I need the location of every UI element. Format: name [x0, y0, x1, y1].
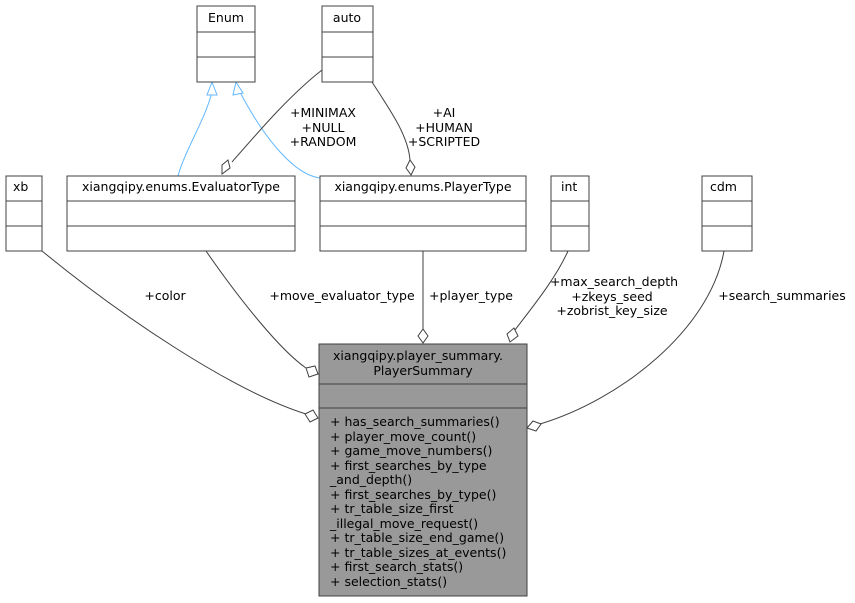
edge-auto-evaluator	[231, 69, 323, 163]
edge-xb-summary	[41, 250, 307, 415]
method-entry: + player_move_count()	[330, 429, 476, 444]
class-name-auto: auto	[333, 10, 361, 25]
method-entry: + first_search_stats()	[330, 559, 463, 574]
svg-text:+HUMAN: +HUMAN	[415, 120, 473, 135]
edge-label-player-type: +player_type	[429, 288, 513, 303]
method-entry: + has_search_summaries()	[330, 414, 500, 429]
class-name-player-type: xiangqipy.enums.PlayerType	[334, 179, 511, 194]
svg-text:+max_search_depth: +max_search_depth	[550, 274, 678, 289]
method-entry: + tr_table_sizes_at_events()	[330, 545, 506, 560]
method-entry: _and_depth()	[329, 472, 412, 487]
method-entry: + tr_table_size_first	[330, 501, 454, 516]
method-list: + has_search_summaries() + player_move_c…	[329, 414, 506, 589]
aggregation-diamond-evaluator	[305, 365, 319, 378]
edge-evaluator-inherits-enum	[177, 91, 213, 177]
class-player-type[interactable]: xiangqipy.enums.PlayerType	[319, 175, 527, 252]
svg-text:+MINIMAX: +MINIMAX	[290, 105, 356, 120]
class-evaluator-type[interactable]: xiangqipy.enums.EvaluatorType	[66, 175, 296, 252]
svg-text:+SCRIPTED: +SCRIPTED	[408, 134, 480, 149]
class-auto[interactable]: auto	[321, 5, 374, 83]
method-entry: + first_searches_by_type	[330, 458, 487, 473]
aggregation-diamond-auto-evaluator	[221, 159, 231, 175]
edge-label-move-evaluator-type: +move_evaluator_type	[269, 288, 415, 303]
class-name-player-summary-line-1: xiangqipy.player_summary.	[333, 348, 503, 363]
method-entry: _illegal_move_request()	[329, 516, 478, 531]
class-name-evaluator-type: xiangqipy.enums.EvaluatorType	[82, 179, 280, 194]
edge-evaluator-summary	[205, 250, 307, 369]
inheritance-arrow-playertype	[232, 80, 244, 96]
edge-label-color: +color	[144, 288, 186, 303]
class-name-int: int	[561, 179, 577, 194]
edge-label-int-summary: +max_search_depth +zkeys_seed +zobrist_k…	[550, 274, 678, 318]
method-entry: + first_searches_by_type()	[330, 487, 496, 502]
edge-int-summary	[514, 250, 569, 331]
edge-label-auto-evaluator: +MINIMAX +NULL +RANDOM	[290, 105, 357, 149]
method-entry: + tr_table_size_end_game()	[330, 530, 504, 545]
svg-text:+zkeys_seed: +zkeys_seed	[571, 289, 653, 304]
class-int[interactable]: int	[550, 175, 590, 252]
inheritance-arrow-evaluator	[206, 80, 218, 96]
class-cdm[interactable]: cdm	[701, 175, 753, 252]
aggregation-diamond-int	[506, 327, 519, 343]
class-name-enum: Enum	[208, 10, 244, 25]
svg-text:+AI: +AI	[433, 105, 456, 120]
edge-playertype-inherits-enum	[239, 91, 321, 179]
class-name-xb: xb	[13, 179, 28, 194]
edge-auto-playertype	[371, 81, 411, 161]
svg-text:+zobrist_key_size: +zobrist_key_size	[556, 303, 668, 318]
class-name-player-summary-line-2: PlayerSummary	[373, 363, 473, 378]
method-entry: + game_move_numbers()	[330, 443, 492, 458]
class-enum[interactable]: Enum	[196, 5, 256, 83]
svg-text:+RANDOM: +RANDOM	[290, 134, 357, 149]
edge-cdm-summary	[539, 250, 725, 425]
svg-text:+NULL: +NULL	[302, 120, 345, 135]
class-name-cdm: cdm	[710, 179, 737, 194]
class-xb[interactable]: xb	[5, 175, 43, 252]
aggregation-diamond-playertype	[417, 328, 429, 344]
aggregation-diamond-auto-playertype	[405, 159, 416, 176]
method-entry: + selection_stats()	[330, 574, 447, 589]
aggregation-diamond-cdm	[526, 420, 542, 432]
class-player-summary[interactable]: xiangqipy.player_summary. PlayerSummary …	[318, 343, 528, 597]
edge-label-auto-playertype: +AI +HUMAN +SCRIPTED	[408, 105, 480, 149]
edge-label-search-summaries: +search_summaries	[718, 288, 846, 303]
aggregation-diamond-xb	[304, 409, 319, 423]
